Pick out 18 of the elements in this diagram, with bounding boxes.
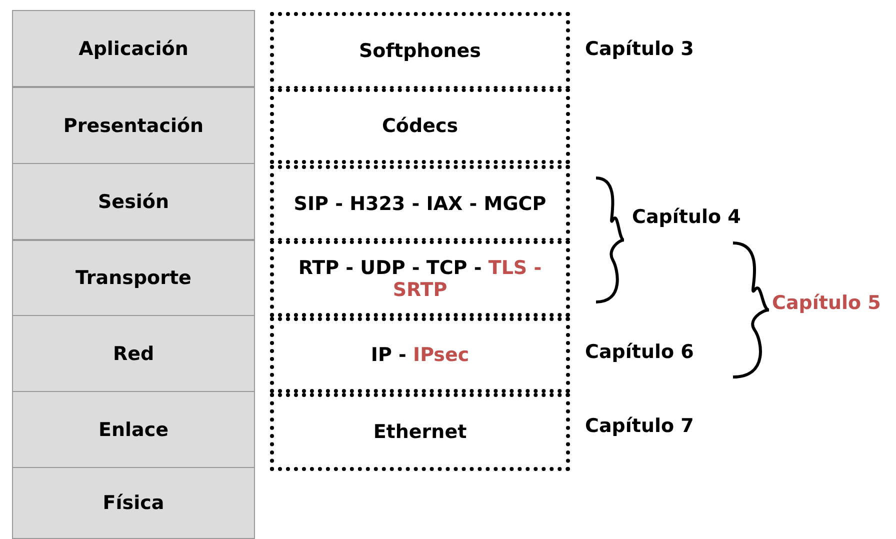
chapter-label: Capítulo 6 [585, 341, 694, 363]
osi-layer-box: Física [12, 467, 255, 539]
chapter-label: Capítulo 4 [632, 206, 741, 228]
protocol-box: RTP - UDP - TCP - TLS - SRTP [270, 240, 570, 317]
protocol-box: Ethernet [270, 393, 570, 471]
protocol-box: SIP - H323 - IAX - MGCP [270, 165, 570, 242]
osi-layer-box: Aplicación [12, 10, 255, 87]
protocol-box: Softphones [270, 12, 570, 90]
osi-layer-box: Presentación [12, 87, 255, 164]
osi-layer-box: Red [12, 315, 255, 392]
chapter-label: Capítulo 7 [585, 415, 694, 437]
protocol-box: IP - IPsec [270, 317, 570, 393]
osi-layer-box: Transporte [12, 240, 255, 316]
osi-layer-box: Sesión [12, 163, 255, 240]
chapter-label: Capítulo 3 [585, 38, 694, 60]
chapter-label: Capítulo 5 [772, 292, 881, 314]
protocol-box: Códecs [270, 88, 570, 164]
osi-layer-box: Enlace [12, 391, 255, 468]
